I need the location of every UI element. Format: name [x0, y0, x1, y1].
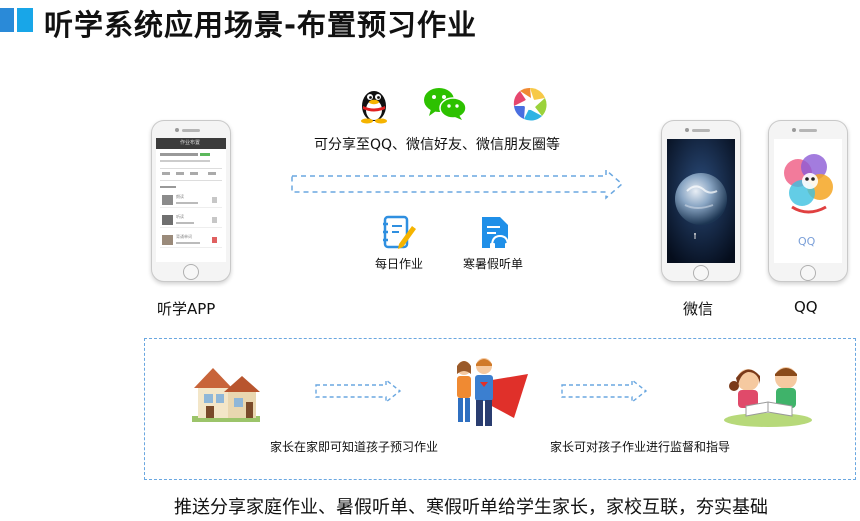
- headphone-document-icon: [478, 214, 514, 252]
- wechat-splash-screen: [667, 139, 735, 263]
- app-list-row: 背诵单词: [160, 234, 222, 248]
- moments-aperture-icon: [512, 86, 548, 122]
- scenario-box: [144, 338, 856, 480]
- app-list-row: 朗读: [160, 194, 222, 208]
- share-arrow: [290, 168, 626, 200]
- feature-label-daily-homework: 每日作业: [375, 257, 424, 271]
- app-phone: 作业布置 朗读 听读 背诵单词: [151, 120, 231, 282]
- notebook-pencil-icon: [381, 214, 417, 252]
- wechat-phone: [661, 120, 741, 282]
- title-mark-dark: [0, 8, 14, 32]
- share-text: 可分享至QQ、微信好友、微信朋友圈等: [314, 137, 561, 153]
- qq-splash-screen: QQ: [774, 139, 842, 263]
- house-icon: [190, 360, 262, 424]
- scenario-arrow-1: [314, 378, 402, 404]
- scenario-caption-1: 家长在家即可知道孩子预习作业: [270, 440, 439, 454]
- wechat-icon: [423, 86, 467, 122]
- scenario-arrow-2: [560, 378, 648, 404]
- qq-phone-label: QQ: [794, 298, 818, 316]
- app-phone-label: 听学APP: [157, 300, 216, 318]
- title-mark-light: [17, 8, 33, 32]
- footer-summary: 推送分享家庭作业、暑假听单、寒假听单给学生家长，家校互联，夯实基础: [174, 497, 768, 518]
- app-list-row: 听读: [160, 214, 222, 228]
- parents-icon: [444, 352, 530, 432]
- qq-screen-text: QQ: [798, 235, 816, 248]
- qq-penguin-icon: [357, 84, 391, 124]
- earth-icon: [667, 139, 735, 263]
- page-title: 听学系统应用场景-布置预习作业: [44, 8, 478, 42]
- feature-label-holiday-list: 寒暑假听单: [463, 257, 524, 271]
- app-screen: 作业布置 朗读 听读 背诵单词: [156, 138, 226, 262]
- app-screen-header: 作业布置: [180, 140, 201, 146]
- scenario-caption-2: 家长可对孩子作业进行监督和指导: [550, 440, 731, 454]
- wechat-phone-label: 微信: [683, 300, 714, 318]
- qq-phone: QQ: [768, 120, 848, 282]
- colorful-penguin-icon: [784, 154, 833, 214]
- children-reading-icon: [722, 356, 814, 428]
